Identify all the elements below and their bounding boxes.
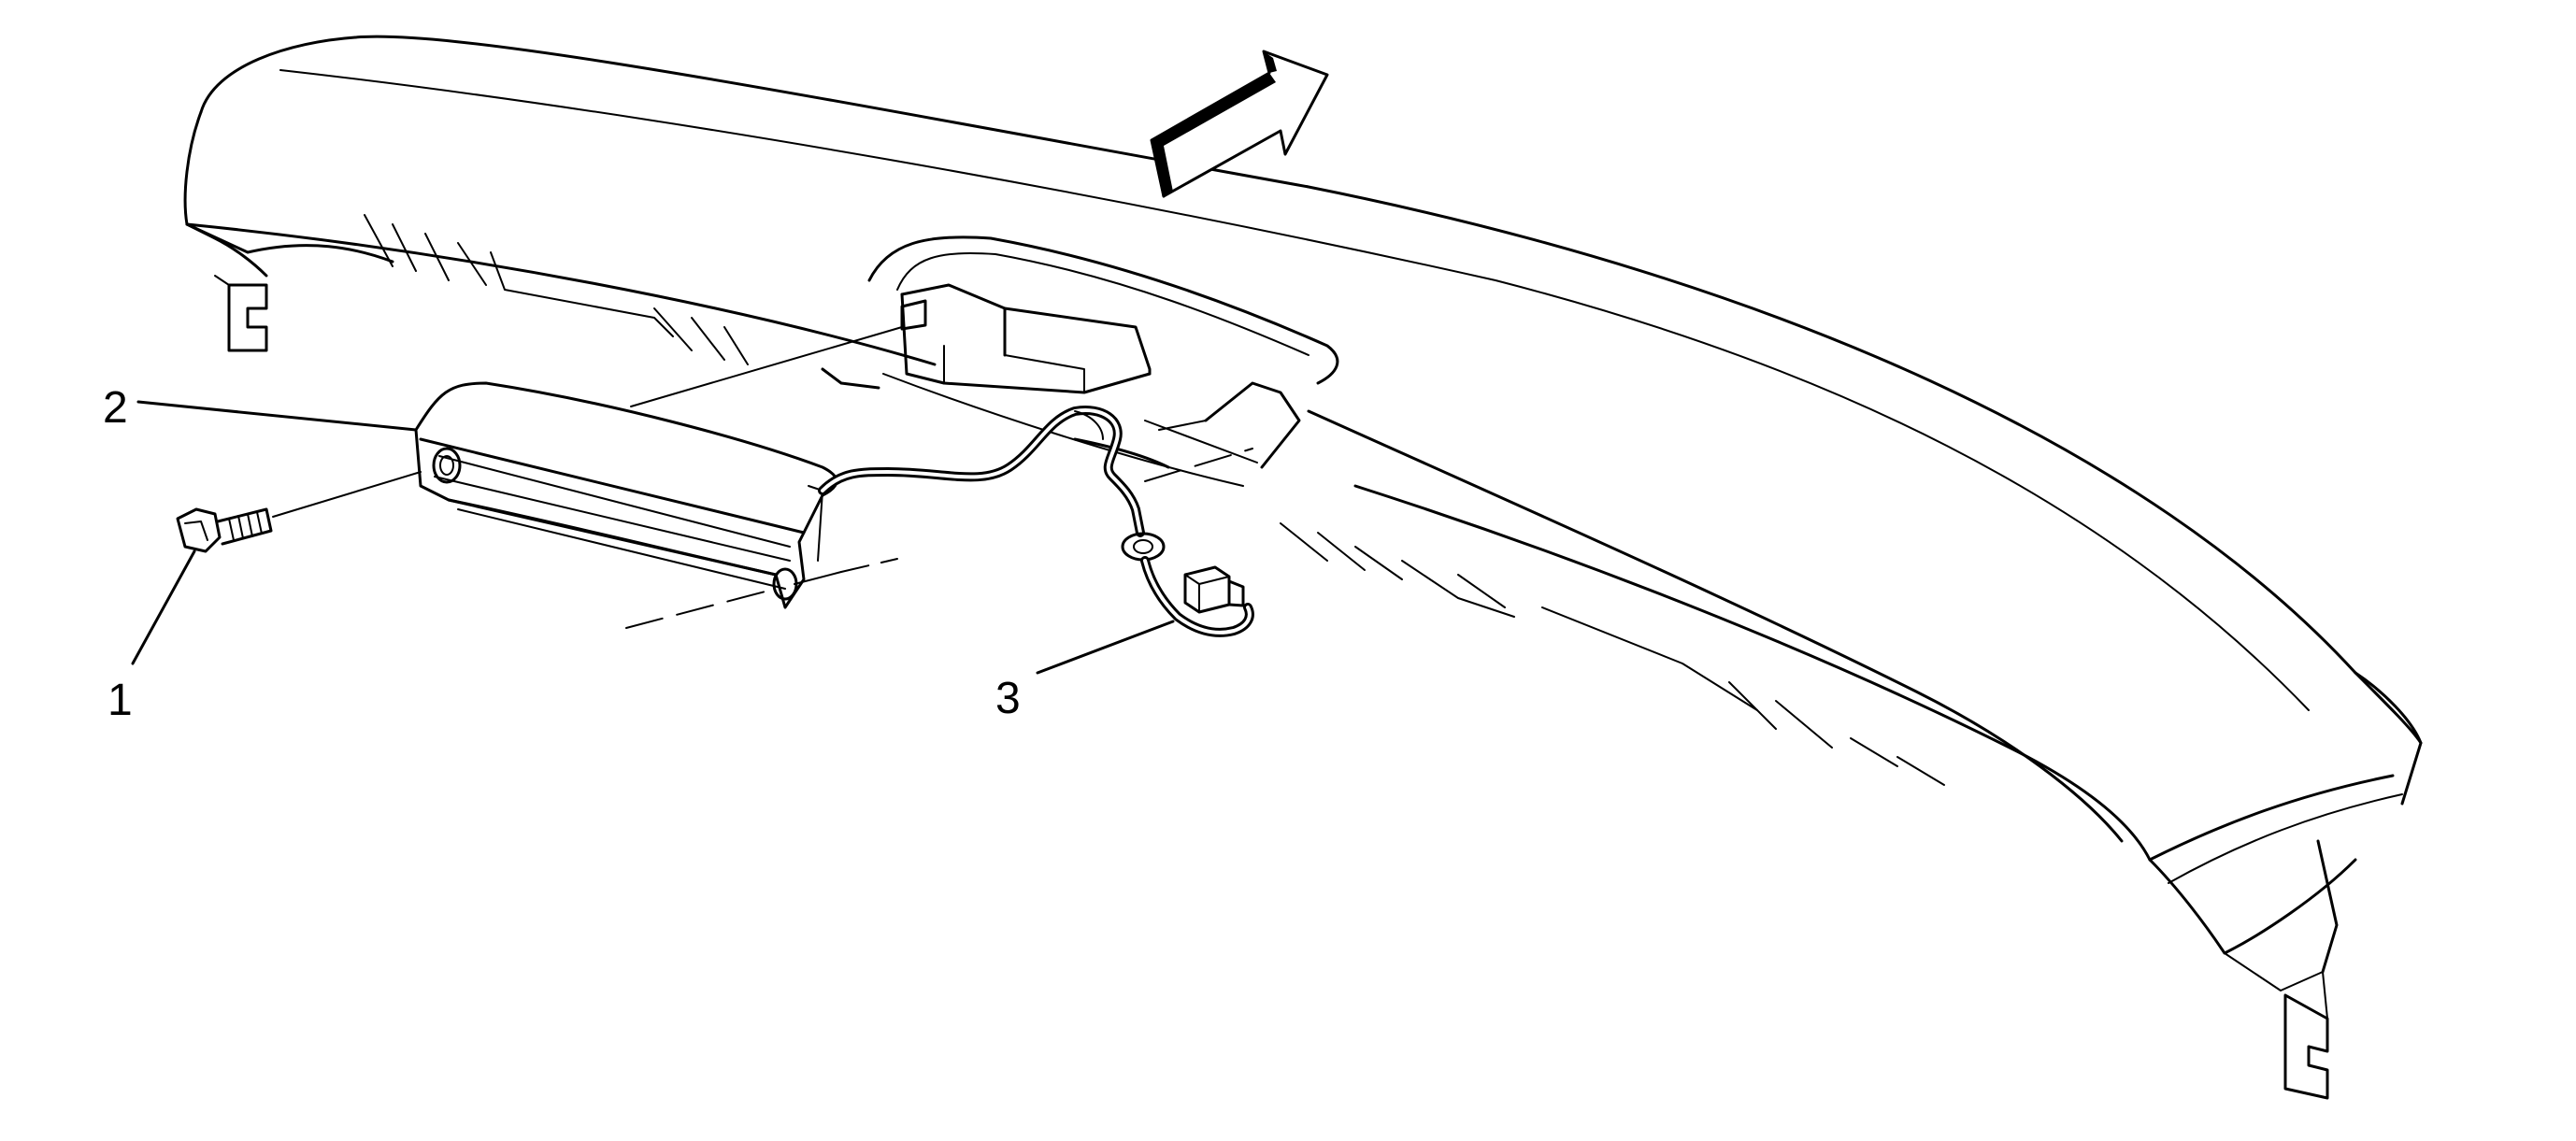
callout-3: 3 [995,674,1021,723]
callout-2: 2 [103,383,128,433]
lamp-opening [821,235,1339,487]
callout-leaders [131,400,1175,675]
bolt [176,507,273,553]
wiring-harness [818,406,1254,637]
stop-lamp-assembly [414,381,838,609]
direction-arrow-icon [1150,50,1329,198]
assembly-lines [272,326,1253,629]
spoiler-panel [183,35,2423,1100]
callout-1: 1 [107,676,133,725]
